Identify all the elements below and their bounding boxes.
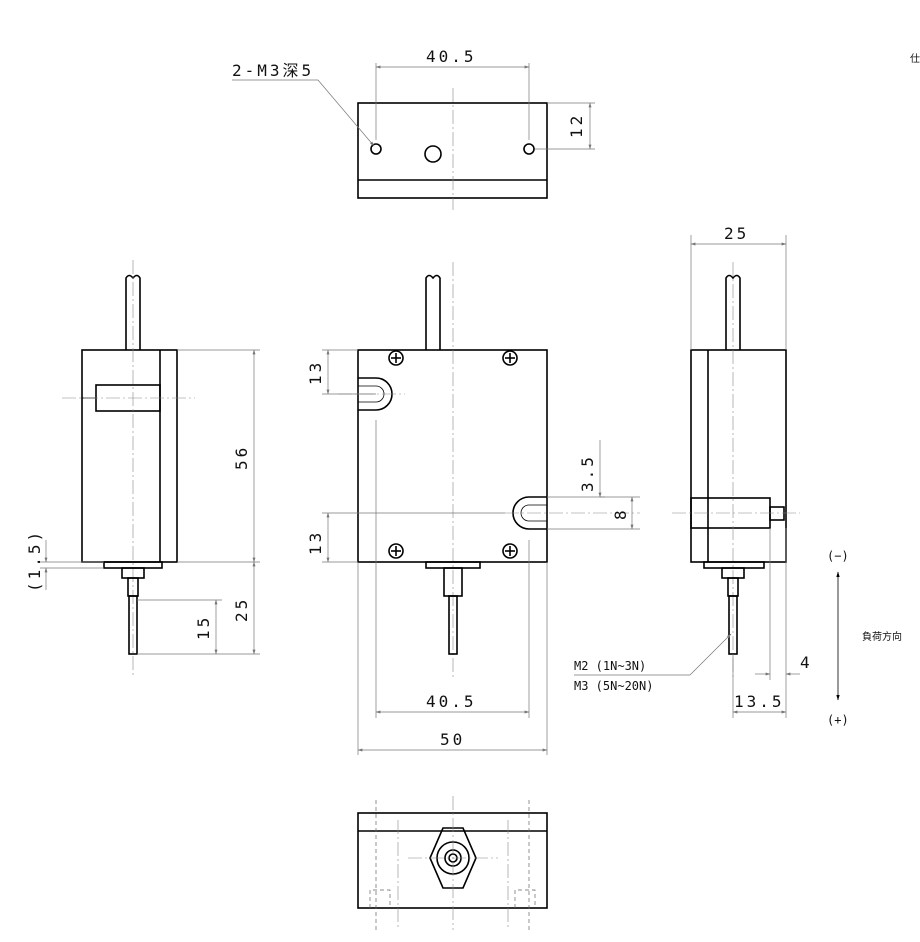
label-side-depth-b: 13.5 <box>734 692 785 711</box>
label-slot-width: 8 <box>611 507 630 520</box>
screw-br-icon <box>502 543 518 559</box>
screw-tr-icon <box>502 350 518 366</box>
label-slot-offset: 3.5 <box>578 454 597 492</box>
screw-tl-icon <box>388 350 404 366</box>
label-top-height: 12 <box>567 113 586 138</box>
label-m3: M3 (5N~20N) <box>574 679 653 693</box>
left-side-view <box>40 260 260 675</box>
front-view <box>322 262 640 755</box>
label-shaft-tip: 15 <box>194 615 213 640</box>
screw-bl-icon <box>388 543 404 559</box>
label-slot-lower: 13 <box>306 530 325 555</box>
right-side-view <box>574 235 840 718</box>
label-front-overall: 50 <box>440 730 465 749</box>
label-m2: M2 (1N~3N) <box>574 659 646 673</box>
label-tap: 2-M3深5 <box>232 61 314 80</box>
label-side-width: 25 <box>724 224 749 243</box>
label-minus: (−) <box>827 549 849 563</box>
label-plus: (+) <box>827 713 849 727</box>
label-top-width: 40.5 <box>426 47 477 66</box>
label-load-direction: 負荷方向 <box>862 630 902 643</box>
label-shaft-length: 25 <box>232 597 251 622</box>
label-slot-upper: 13 <box>306 360 325 385</box>
label-gap: (1.5) <box>25 529 44 592</box>
label-front-inner: 40.5 <box>426 692 477 711</box>
label-side-depth-a: 4 <box>800 653 813 672</box>
bottom-view <box>357 796 548 930</box>
label-corner-glyph: 仕 <box>910 52 920 65</box>
label-overall-height: 56 <box>232 445 251 470</box>
top-view <box>232 63 595 210</box>
